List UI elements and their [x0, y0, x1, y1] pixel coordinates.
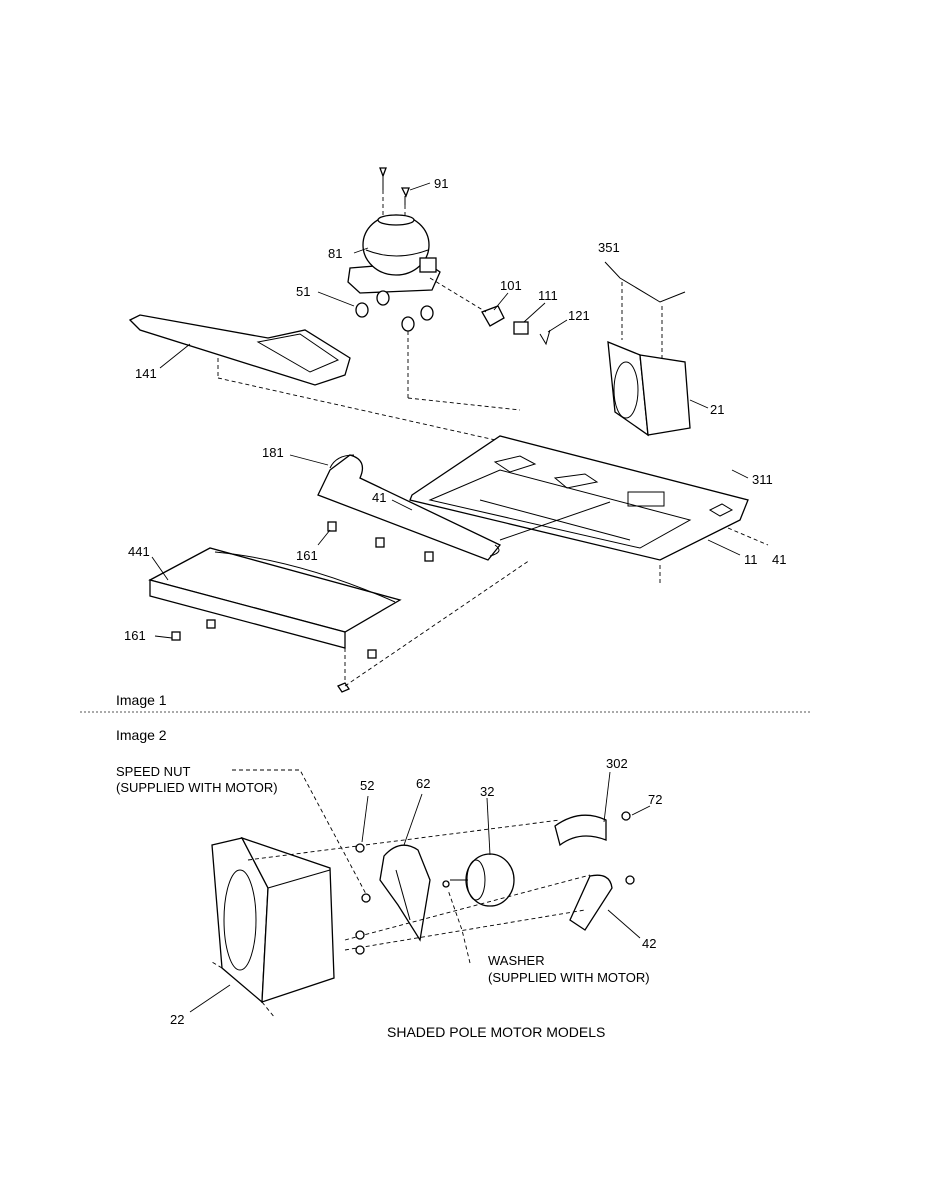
callout-32: 32 — [480, 784, 494, 799]
callout-41-right: 41 — [772, 552, 786, 567]
image-2-diagram: Image 2 — [116, 727, 662, 1040]
image-2-caption: Image 2 — [116, 727, 167, 743]
fan-shroud-22 — [211, 819, 561, 1019]
motor-brackets — [344, 814, 613, 951]
diagram-title: SHADED POLE MOTOR MODELS — [387, 1024, 605, 1040]
callout-101: 101 — [500, 278, 522, 293]
image-1-diagram: 91 81 51 101 111 121 351 141 21 181 311 … — [116, 167, 786, 708]
callout-72: 72 — [648, 792, 662, 807]
callout-62: 62 — [416, 776, 430, 791]
grommets — [355, 290, 521, 411]
callout-91: 91 — [434, 176, 448, 191]
compressor-screws — [379, 167, 410, 230]
bracket-351 — [604, 261, 686, 360]
washer-note: (SUPPLIED WITH MOTOR) — [488, 970, 650, 985]
fasteners — [355, 811, 635, 955]
callout-141: 141 — [135, 366, 157, 381]
fan-shroud-21 — [607, 340, 691, 437]
fan-motor — [450, 853, 515, 907]
callout-81: 81 — [328, 246, 342, 261]
callouts-image-2: 302 72 52 62 32 42 22 SPEED NUT (SUPPLIE… — [116, 756, 662, 1027]
base-pan — [409, 435, 769, 585]
callouts-image-1: 91 81 51 101 111 121 351 141 21 181 311 … — [124, 176, 786, 643]
callout-441: 441 — [128, 544, 150, 559]
image-1-caption: Image 1 — [116, 692, 167, 708]
callout-22: 22 — [170, 1012, 184, 1027]
speed-nut-note: (SUPPLIED WITH MOTOR) — [116, 780, 278, 795]
relay-parts — [429, 277, 551, 346]
callout-302: 302 — [606, 756, 628, 771]
callout-161-lower: 161 — [124, 628, 146, 643]
callout-181: 181 — [262, 445, 284, 460]
drain-tray — [128, 314, 541, 451]
callout-311: 311 — [752, 472, 773, 487]
callout-41-left: 41 — [372, 490, 386, 505]
callout-42: 42 — [642, 936, 656, 951]
condenser-tube — [317, 454, 502, 562]
leader-lines-image-1 — [151, 182, 749, 639]
callout-52: 52 — [360, 778, 374, 793]
compressor — [347, 214, 441, 294]
leader-lines-image-2 — [189, 769, 651, 1013]
speed-nut-label: SPEED NUT — [116, 764, 190, 779]
callout-21: 21 — [710, 402, 724, 417]
callout-11: 11 — [744, 552, 758, 567]
callout-121: 121 — [568, 308, 590, 323]
washer-label: WASHER — [488, 953, 545, 968]
callout-351: 351 — [598, 240, 620, 255]
callout-111: 111 — [538, 288, 558, 303]
condenser-coil — [148, 547, 531, 693]
callout-51: 51 — [296, 284, 310, 299]
callout-161-upper: 161 — [296, 548, 318, 563]
fan-blade — [379, 844, 431, 942]
